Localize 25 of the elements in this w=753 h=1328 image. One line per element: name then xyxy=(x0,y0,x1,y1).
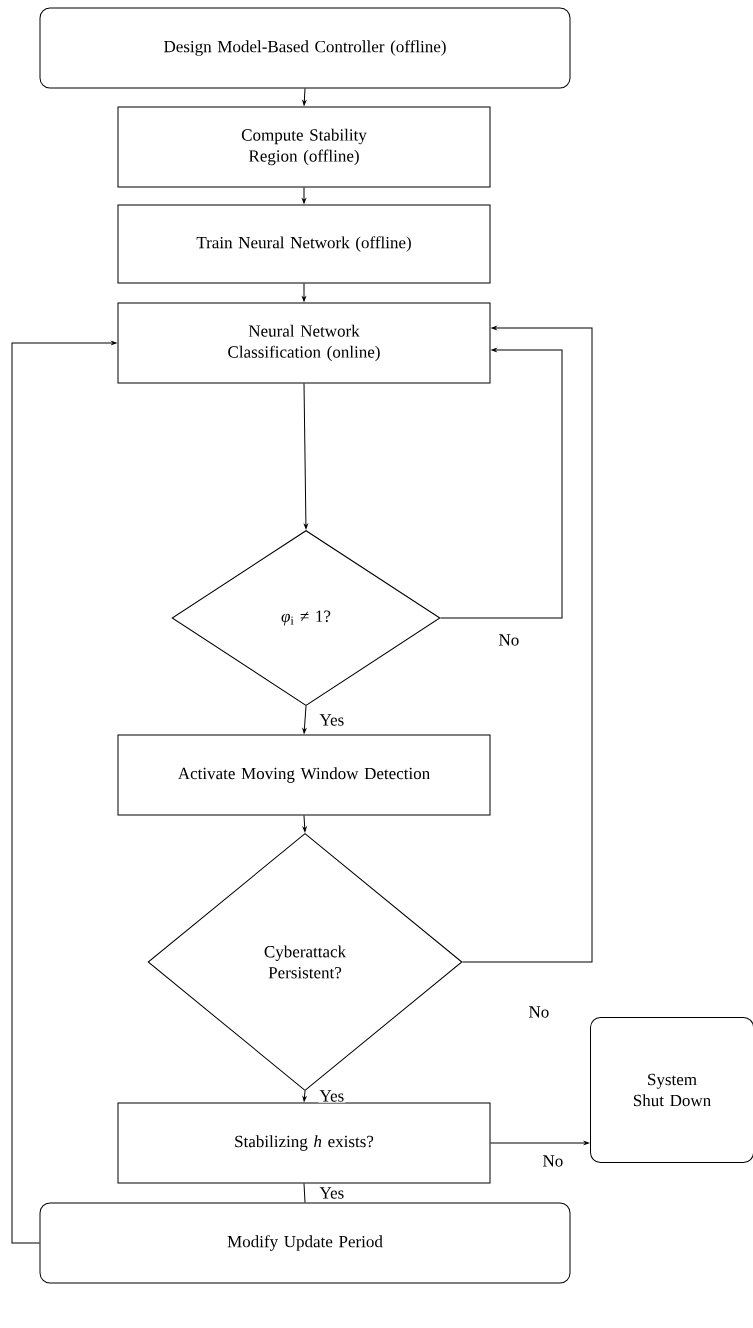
edge-label: Yes xyxy=(318,1186,346,1200)
arrow xyxy=(302,705,307,734)
arrow xyxy=(302,88,307,106)
arrow xyxy=(303,383,308,529)
rounded-box: Modify Update Period xyxy=(39,1202,571,1284)
arrow xyxy=(490,1141,589,1145)
process-box: Neural Network Classification (online) xyxy=(117,302,491,384)
rounded-box: Design Model-Based Controller (offline) xyxy=(39,7,571,89)
arrow xyxy=(302,815,307,833)
process-box: Train Neural Network (offline) xyxy=(117,204,491,284)
edge-label: No xyxy=(497,633,521,647)
arrow xyxy=(440,348,563,619)
process-box: Stabilizing h exists? xyxy=(117,1102,491,1184)
edge-label: No xyxy=(541,1154,565,1168)
edge-label: No xyxy=(527,1005,551,1019)
arrow xyxy=(462,326,593,963)
rounded-box: System Shut Down xyxy=(590,1017,753,1163)
arrow xyxy=(302,187,306,204)
process-box: Compute Stability Region (offline) xyxy=(117,106,491,188)
edge-label: Yes xyxy=(318,1089,346,1103)
arrow xyxy=(302,283,306,302)
arrow xyxy=(302,1090,307,1102)
process-box: Activate Moving Window Detection xyxy=(117,734,491,816)
edge-label: Yes xyxy=(318,713,346,727)
arrow xyxy=(11,341,117,1244)
